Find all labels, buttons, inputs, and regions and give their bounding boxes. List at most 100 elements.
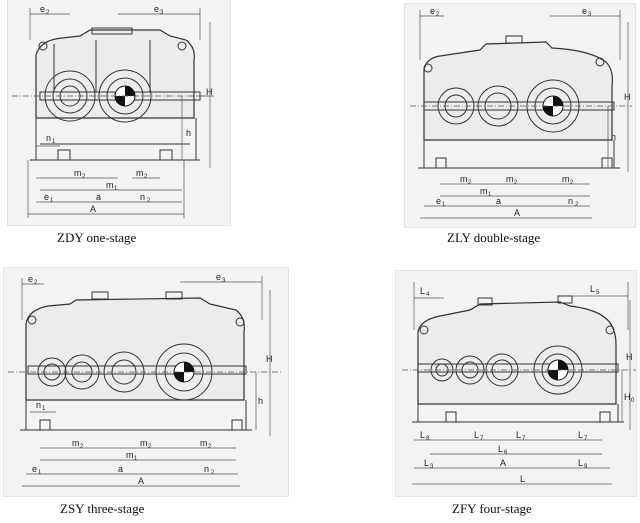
zdy-vent-cover xyxy=(91,27,133,35)
zsy-label-e2-sub: 2 xyxy=(34,280,38,286)
zly-label-A: A xyxy=(514,208,520,218)
zdy-label-m2b-sub: 2 xyxy=(144,174,148,180)
zfy-vent-cover xyxy=(477,297,493,306)
zfy-label-H: H xyxy=(626,352,633,362)
zdy-label-H: H xyxy=(206,87,213,97)
zdy-label-n2: n xyxy=(140,192,145,202)
zdy-lifting-lug-left xyxy=(38,41,48,51)
zsy-label-e2: e xyxy=(28,274,33,284)
zly-label-e2: e xyxy=(430,6,435,16)
zsy-label-h: h xyxy=(258,396,263,406)
zfy-label-L7c-sub: 7 xyxy=(584,436,588,442)
zsy-label-n2-sub: 2 xyxy=(211,470,215,476)
zsy-label-e1-sub: 1 xyxy=(38,470,42,476)
zsy-label-A: A xyxy=(138,476,144,486)
zfy-label-A: A xyxy=(500,458,506,468)
zsy-caption: ZSY three-stage xyxy=(60,501,145,516)
zfy-label-L8-sub: 8 xyxy=(426,436,430,442)
zfy-label-L7b-sub: 7 xyxy=(522,436,526,442)
zdy-label-m2a-sub: 2 xyxy=(82,174,86,180)
zfy-label-L7a-sub: 7 xyxy=(480,436,484,442)
zsy-label-n2: n xyxy=(204,464,209,474)
zfy-caption: ZFY four-stage xyxy=(452,501,532,516)
zfy-label-L: L xyxy=(520,474,525,484)
zsy-label-m2a: m xyxy=(72,438,80,448)
zly-lifting-lug-left xyxy=(423,63,433,73)
zfy-label-H0-sub: 0 xyxy=(631,398,635,404)
zsy-lifting-lug-right xyxy=(235,317,245,327)
zsy-lifting-lug-left xyxy=(27,315,37,325)
zfy-input-shaft-housing xyxy=(430,358,454,382)
zly-label-m2c: m xyxy=(562,174,570,184)
zly-label-H: H xyxy=(624,92,631,102)
zfy-lifting-lug-left xyxy=(419,325,429,335)
zsy-label-m2c: m xyxy=(200,438,208,448)
zdy-label-e1: e xyxy=(44,192,49,202)
zdy-label-e2-sub: 2 xyxy=(46,10,50,16)
zsy-label-m1-sub: 1 xyxy=(134,456,138,462)
zdy-label-m2a: m xyxy=(74,168,82,178)
zdy-label-e2: e xyxy=(40,4,45,14)
zly-caption: ZLY double-stage xyxy=(447,230,541,245)
zdy-label-n1: n xyxy=(46,133,51,143)
zdy-label-e1-sub: 1 xyxy=(50,198,54,204)
zdy-label-m1: m xyxy=(106,180,114,190)
zfy-label-L7b: L xyxy=(516,430,521,440)
zsy-label-e3: e xyxy=(216,272,221,282)
zfy-lifting-lug-right xyxy=(605,325,615,335)
zsy-label-m2b: m xyxy=(140,438,148,448)
zfy-label-L7a: L xyxy=(474,430,479,440)
zly-lifting-lug-right xyxy=(595,57,605,67)
zfy-label-L6-sub: 6 xyxy=(504,450,508,456)
zfy-label-L3: L xyxy=(424,458,429,468)
zly-label-m2b: m xyxy=(506,174,514,184)
zdy-lifting-lug-right xyxy=(177,41,187,51)
zfy-label-L6: L xyxy=(498,444,503,454)
zly-label-m2a: m xyxy=(460,174,468,184)
zsy-label-m1: m xyxy=(126,450,134,460)
zdy-output-shaft-housing xyxy=(98,69,152,123)
zdy-caption: ZDY one-stage xyxy=(57,230,137,245)
zfy-housing xyxy=(417,301,617,405)
zdy-label-m2b: m xyxy=(136,168,144,178)
zsy-label-n1-sub: 1 xyxy=(42,406,46,412)
zdy-label-m1-sub: 1 xyxy=(114,186,118,192)
zly-label-a: a xyxy=(496,196,501,206)
zdy-label-e3: e xyxy=(154,4,159,14)
zly-label-m1: m xyxy=(480,186,488,196)
zly-vent-cover xyxy=(505,35,523,44)
zly-label-h: h xyxy=(611,132,616,142)
zsy-label-m2b-sub: 2 xyxy=(148,444,152,450)
zfy-label-L4-sub: 4 xyxy=(426,292,430,298)
zsy-label-H: H xyxy=(266,354,273,364)
zfy-label-L4: L xyxy=(420,286,425,296)
zly-label-n2: n xyxy=(568,196,573,206)
zfy-label-L9: L xyxy=(578,458,583,468)
zly-label-m2b-sub: 2 xyxy=(514,180,518,186)
zsy-label-n1: n xyxy=(36,400,41,410)
zly-label-m2c-sub: 2 xyxy=(570,180,574,186)
zfy-label-L3-sub: 3 xyxy=(430,464,434,470)
zsy-label-e3-sub: 3 xyxy=(222,278,226,284)
zdy-label-h: h xyxy=(186,128,191,138)
zly-label-e1-sub: 1 xyxy=(442,202,446,208)
zdy-label-n2-sub: 2 xyxy=(147,198,151,204)
zsy-vent-cover xyxy=(91,291,109,300)
zly-label-n2-sub: 2 xyxy=(575,202,579,208)
zly-label-e3: e xyxy=(582,6,587,16)
zsy-label-m2a-sub: 2 xyxy=(80,444,84,450)
zly-label-m1-sub: 1 xyxy=(488,192,492,198)
zfy-label-L7c: L xyxy=(578,430,583,440)
zdy-label-e3-sub: 3 xyxy=(160,10,164,16)
zfy-label-L8: L xyxy=(420,430,425,440)
zly-label-e2-sub: 2 xyxy=(436,12,440,18)
zfy-label-H0: H xyxy=(624,392,631,402)
zdy-label-n1-sub: 1 xyxy=(52,139,56,145)
zly-label-e3-sub: 3 xyxy=(588,12,592,18)
zfy-label-L5-sub: 5 xyxy=(596,290,600,296)
zly-label-m2a-sub: 2 xyxy=(468,180,472,186)
